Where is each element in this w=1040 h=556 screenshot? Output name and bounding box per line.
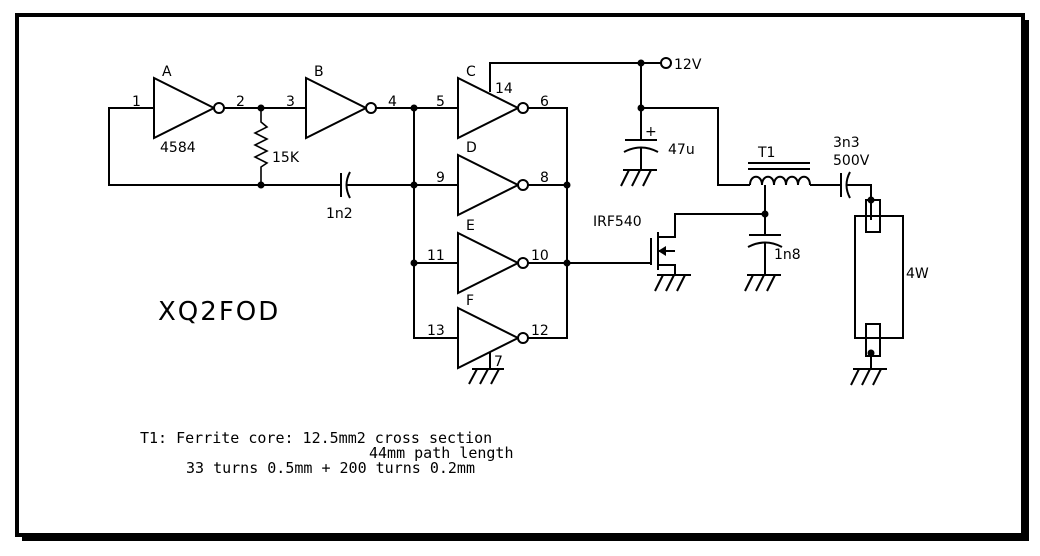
capacitor-3n3: [840, 171, 872, 220]
junction: [563, 259, 571, 267]
ground-symbol-lamp: [850, 368, 887, 386]
capacitor-1n8: [747, 234, 783, 275]
wire-supply-to-t1: [641, 107, 750, 186]
transformer-t1: [748, 162, 811, 186]
gate-c-pin-out: 6: [540, 94, 549, 110]
lamp-4w: [854, 196, 904, 357]
ground-symbol-gate-f: [468, 352, 504, 385]
gate-e-pin-out: 10: [531, 248, 549, 264]
gate-c-pin-in: 5: [436, 94, 445, 110]
gate-e-letter: E: [466, 218, 475, 234]
gate-d-letter: D: [466, 140, 477, 156]
capacitor-1n2-label: 1n2: [326, 206, 353, 222]
supply-label: 12V: [674, 57, 702, 73]
frame-shadow-right: [1023, 20, 1029, 540]
lamp-label: 4W: [906, 266, 929, 282]
gate-c-letter: C: [466, 64, 476, 80]
ground-symbol-1n8: [744, 274, 781, 292]
gate-b-letter: B: [314, 64, 324, 80]
note-line-1: T1: Ferrite core: 12.5mm2 cross section: [140, 429, 492, 447]
gate-b-pin-out: 4: [388, 94, 397, 110]
gate-f: [457, 306, 529, 370]
gate-d-pin-out: 8: [540, 170, 549, 186]
wire-bus-node4: [413, 108, 458, 339]
junction: [410, 104, 418, 112]
capacitor-3n3-voltage: 500V: [833, 153, 870, 169]
capacitor-47u-label: 47u: [668, 142, 695, 158]
junction: [410, 259, 418, 267]
gate-f-pin-gnd: 7: [494, 354, 503, 370]
gate-c-pin-vcc: 14: [495, 81, 513, 97]
note-line-3: 33 turns 0.5mm + 200 turns 0.2mm: [186, 459, 475, 477]
gate-e-pin-in: 11: [427, 248, 445, 264]
resistor-label: 15K: [272, 150, 300, 166]
wire-output-bus: [528, 107, 568, 339]
frame-border: [15, 13, 1025, 537]
gate-a-letter: A: [162, 64, 172, 80]
capacitor-3n3-value: 3n3: [833, 135, 860, 151]
wire-a-feedback: [108, 107, 340, 186]
ground-symbol-47u: [620, 169, 657, 187]
gate-b: [305, 76, 377, 140]
junction: [563, 181, 571, 189]
gate-c: [457, 76, 529, 140]
circuit-title: XQ2FOD: [158, 297, 280, 327]
note-line-2: 44mm path length: [369, 444, 514, 462]
transformer-label: T1: [757, 145, 775, 161]
gate-a-pin-in: 1: [132, 94, 141, 110]
ground-symbol-mosfet: [654, 274, 691, 292]
capacitor-1n8-label: 1n8: [774, 247, 801, 263]
gate-e: [457, 231, 529, 295]
capacitor-47u: [623, 139, 659, 170]
wire-vcc-rail: [489, 62, 661, 92]
gate-f-pin-out: 12: [531, 323, 549, 339]
gate-a: [153, 76, 225, 140]
mosfet-irf540: [650, 213, 765, 275]
gate-f-letter: F: [466, 293, 474, 309]
gate-d-pin-in: 9: [436, 170, 445, 186]
supply-terminal: [660, 57, 672, 69]
gate-a-part: 4584: [160, 140, 196, 156]
resistor-15k: [253, 108, 269, 185]
gate-b-pin-in: 3: [286, 94, 295, 110]
capacitor-1n2: [340, 171, 458, 199]
capacitor-47u-polarity: +: [645, 124, 657, 140]
junction: [410, 181, 418, 189]
gate-a-pin-out: 2: [236, 94, 245, 110]
gate-f-pin-in: 13: [427, 323, 445, 339]
mosfet-label: IRF540: [593, 214, 642, 230]
gate-d: [457, 153, 529, 217]
frame-shadow-bottom: [22, 535, 1029, 541]
